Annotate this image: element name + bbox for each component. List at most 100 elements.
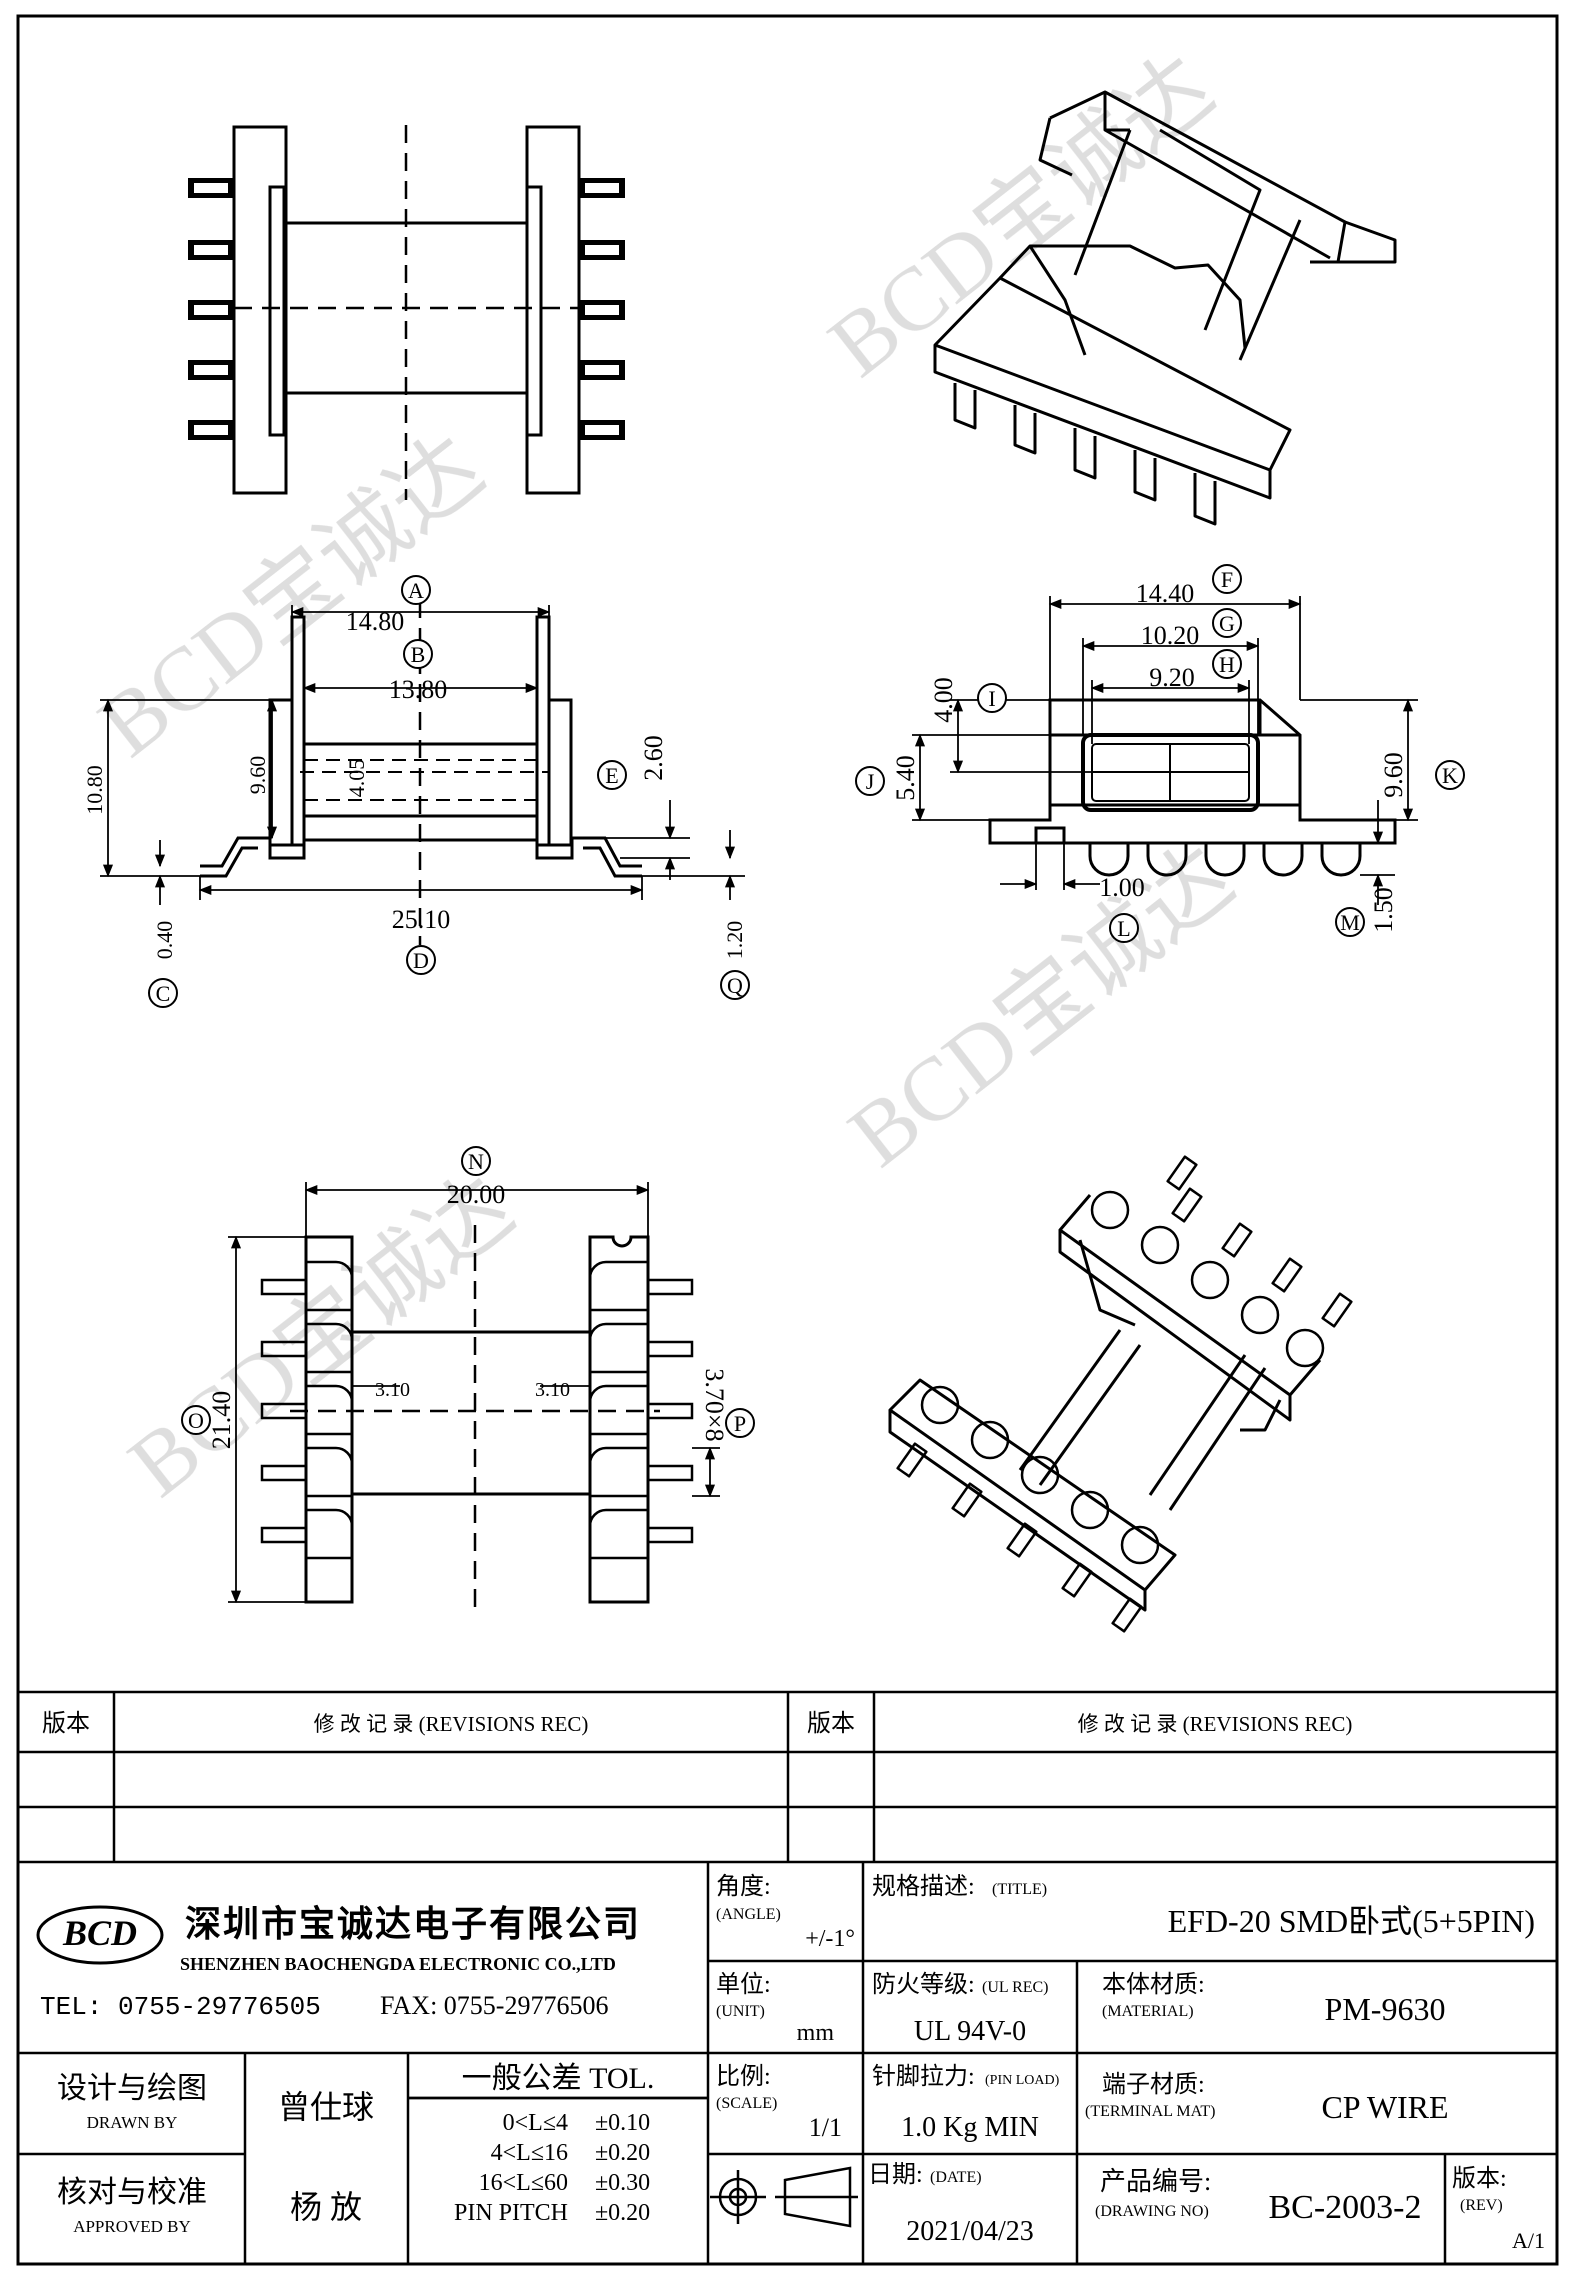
- marker-O: O: [181, 1405, 211, 1435]
- approved-value: 杨 放: [290, 2189, 362, 2225]
- top-view: [188, 125, 625, 500]
- title-block-grid: [18, 1862, 1557, 2264]
- terminal-label-en: (TERMINAL MAT): [1085, 2103, 1216, 2120]
- sheet-border: [16, 14, 1559, 2266]
- svg-text:A: A: [408, 578, 424, 603]
- svg-text:B: B: [411, 642, 426, 667]
- company-name-en: SHENZHEN BAOCHENGDA ELECTRONIC CO.,LTD: [180, 1954, 616, 1974]
- tolerance-title: 一般公差 TOL.: [462, 2062, 655, 2095]
- tol-value-2: ±0.30: [595, 2170, 650, 2196]
- dim-B: 13.80: [389, 675, 448, 704]
- tolerance-rows: 0<L≤4 ±0.10 4<L≤16 ±0.20 16<L≤60 ±0.30 P…: [454, 2110, 650, 2226]
- marker-N: N: [461, 1146, 491, 1176]
- scale-label-en: (SCALE): [716, 2095, 777, 2112]
- svg-text:I: I: [988, 686, 995, 711]
- dim-L: 1.00: [1099, 873, 1145, 902]
- iso-view-top: [933, 90, 1397, 526]
- marker-F: F: [1212, 564, 1242, 594]
- dim-D: 25.10: [392, 905, 451, 934]
- company-logo: BCD: [36, 1905, 164, 1965]
- tol-range-0: 0<L≤4: [503, 2110, 568, 2136]
- svg-text:F: F: [1221, 567, 1233, 592]
- pinload-label: 针脚拉力:: [872, 2063, 975, 2090]
- company-name-cn: 深圳市宝诚达电子有限公司: [185, 1904, 641, 1944]
- drawn-label: 设计与绘图: [57, 2072, 207, 2105]
- svg-text:K: K: [1442, 763, 1458, 788]
- dim-9-60: 9.60: [245, 756, 270, 795]
- ul-label: 防火等级:: [872, 1971, 975, 1998]
- terminal-label: 端子材质:: [1102, 2071, 1205, 2098]
- title-label-en: (TITLE): [992, 1881, 1047, 1898]
- svg-text:BCD宝诚达: BCD宝诚达: [831, 828, 1251, 1186]
- pinload-label-en: (PIN LOAD): [985, 2073, 1060, 2088]
- projection-symbol-icon: [710, 2166, 858, 2228]
- revisions-table: [18, 1690, 1557, 1864]
- iso-view-bottom: [888, 1155, 1353, 1633]
- unit-label-en: (UNIT): [716, 2003, 765, 2020]
- rev-label-en: (REV): [1460, 2197, 1503, 2214]
- company-fax: FAX: 0755-29776506: [380, 1991, 608, 2020]
- material-value: PM-9630: [1325, 1991, 1446, 2027]
- material-label-en: (MATERIAL): [1102, 2003, 1194, 2020]
- rev-label: 版本:: [1452, 2165, 1507, 2192]
- svg-text:L: L: [1117, 916, 1130, 941]
- rev-record-header-right: 修 改 记 录 (REVISIONS REC): [1078, 1712, 1353, 1736]
- svg-text:O: O: [188, 1408, 204, 1433]
- tol-range-3: PIN PITCH: [454, 2200, 568, 2226]
- marker-B: B: [403, 639, 433, 669]
- pinload-value: 1.0 Kg MIN: [901, 2112, 1039, 2143]
- marker-I: I: [977, 683, 1007, 713]
- company-tel: TEL: 0755-29776505: [40, 1992, 321, 2022]
- dimension-lines: [100, 596, 1418, 1604]
- svg-text:Q: Q: [727, 973, 743, 998]
- angle-label-en: (ANGLE): [716, 1906, 781, 1923]
- tol-value-3: ±0.20: [595, 2200, 650, 2226]
- scale-value: 1/1: [809, 2113, 842, 2142]
- date-label-en: (DATE): [930, 2169, 982, 2186]
- svg-text:E: E: [605, 763, 618, 788]
- unit-value: mm: [797, 2020, 835, 2046]
- dim-E: 2.60: [639, 735, 668, 781]
- rev-version-header-right: 版本: [807, 1710, 855, 1737]
- svg-text:C: C: [156, 981, 171, 1006]
- drawn-label-en: DRAWN BY: [87, 2113, 178, 2132]
- ul-label-en: (UL REC): [982, 1979, 1049, 1996]
- bottom-view: [260, 1225, 694, 1610]
- marker-P: P: [725, 1408, 755, 1438]
- unit-label: 单位:: [716, 1971, 771, 1998]
- svg-text:G: G: [1219, 611, 1235, 636]
- svg-text:BCD宝诚达: BCD宝诚达: [111, 1158, 531, 1516]
- dimension-values: 14.80 13.80 10.80 9.60 4.05 2.60 0.40 25…: [82, 579, 1408, 1449]
- dim-H: 9.20: [1149, 663, 1195, 692]
- drawing-no-value: BC-2003-2: [1269, 2189, 1422, 2226]
- tol-range-2: 16<L≤60: [479, 2170, 568, 2196]
- marker-Q: Q: [720, 970, 750, 1000]
- dim-3-10-left: 3.10: [375, 1379, 410, 1401]
- svg-text:BCD宝诚达: BCD宝诚达: [811, 38, 1231, 396]
- dim-4-05: 4.05: [344, 759, 369, 798]
- svg-text:J: J: [866, 769, 875, 794]
- material-label: 本体材质:: [1102, 1971, 1205, 1998]
- title-label: 规格描述:: [872, 1873, 975, 1900]
- tol-range-1: 4<L≤16: [491, 2140, 568, 2166]
- marker-L: L: [1109, 913, 1139, 943]
- tol-value-1: ±0.20: [595, 2140, 650, 2166]
- marker-D: D: [406, 945, 436, 975]
- svg-text:M: M: [1340, 910, 1360, 935]
- dim-F: 14.40: [1136, 579, 1195, 608]
- dim-M: 1.50: [1369, 887, 1398, 933]
- svg-text:N: N: [468, 1149, 484, 1174]
- terminal-value: CP WIRE: [1321, 2089, 1448, 2125]
- dim-10-80: 10.80: [82, 765, 107, 815]
- marker-J: J: [855, 766, 885, 796]
- dim-G: 10.20: [1141, 621, 1200, 650]
- rev-record-header-left: 修 改 记 录 (REVISIONS REC): [314, 1712, 589, 1736]
- svg-text:BCD: BCD: [62, 1913, 137, 1953]
- rev-version-header-left: 版本: [42, 1710, 90, 1737]
- dim-K: 9.60: [1379, 752, 1408, 798]
- date-value: 2021/04/23: [906, 2216, 1034, 2247]
- dim-Q: 1.20: [722, 921, 747, 960]
- dim-J: 5.40: [891, 755, 920, 801]
- svg-text:P: P: [734, 1411, 746, 1436]
